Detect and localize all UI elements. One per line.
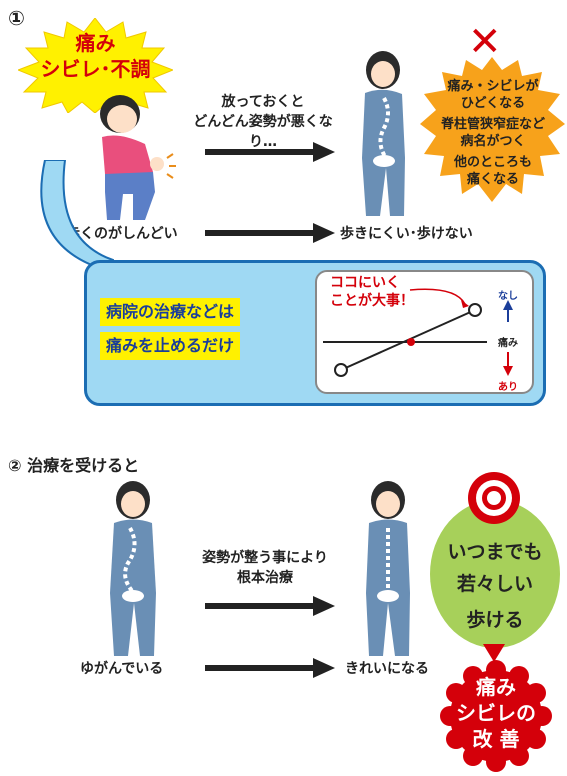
caption-crooked: ゆがんでいる	[80, 661, 164, 677]
pain-graph-lines	[323, 288, 513, 377]
axis-label-present: あり	[498, 382, 518, 393]
oval-line1: いつまでも	[447, 541, 543, 563]
burst-line-5: 他のところも	[453, 155, 532, 170]
oval-line2: 若々しい	[456, 573, 533, 595]
burst-line-2: ひどくなる	[460, 96, 526, 111]
double-circle-icon	[468, 472, 520, 524]
badge-line1: 痛み	[476, 675, 516, 699]
arrow-right-icon	[205, 658, 335, 678]
axis-label-pain: 痛み	[498, 338, 518, 349]
caption-cannot-walk: 歩きにくい･歩けない	[340, 226, 473, 242]
graph-note-line2: ことが大事！	[330, 293, 414, 309]
star-text-pain: 痛み	[75, 31, 116, 55]
section-heading-2: ② 治療を受けると	[8, 456, 140, 475]
starburst-yellow	[18, 18, 173, 113]
red-badge	[440, 660, 552, 772]
arrow-right-icon	[205, 142, 335, 162]
caption-hard-to-walk: 歩くのがしんどい	[66, 226, 178, 242]
arrow-right-icon	[205, 223, 335, 243]
triangle-down-icon	[483, 644, 505, 662]
badge-line3: 改 善	[472, 727, 520, 751]
panel-text-line2: 痛みを止めるだけ	[100, 332, 241, 360]
axis-label-none: なし	[498, 291, 518, 302]
arrow2-caption-line2: 根本治療	[237, 570, 293, 586]
panel-text-line1: 病院の治療などは	[100, 298, 241, 326]
badge-line2: シビレの	[456, 701, 536, 725]
x-mark-icon: ✕	[468, 19, 502, 65]
woman-crooked-illustration	[110, 481, 156, 656]
burst-line-1: 痛み・シビレが	[447, 79, 539, 94]
graph-note-line1: ココにいく	[330, 275, 400, 291]
star-text-numbness: シビレ･不調	[40, 57, 151, 81]
arrow-right-icon	[205, 596, 335, 616]
caption-straight: きれいになる	[345, 661, 429, 677]
warning-burst	[420, 57, 565, 202]
woman-bad-posture-illustration	[362, 51, 405, 216]
oval-line3: 歩ける	[466, 609, 524, 631]
burst-line-3: 脊柱管狭窄症など	[440, 117, 545, 132]
burst-line-4: 病名がつく	[460, 134, 526, 149]
benefit-oval	[430, 500, 560, 648]
woman-good-posture-illustration	[366, 481, 410, 656]
arrow-caption-line2: どんどん姿勢が悪くなり…	[193, 114, 333, 150]
arrow-caption-line1: 放っておくと	[221, 94, 305, 110]
burst-line-6: 痛くなる	[466, 172, 519, 187]
section-number-1: ①	[8, 6, 25, 30]
woman-back-pain-illustration	[100, 95, 176, 220]
arrow2-caption-line1: 姿勢が整う事により	[202, 550, 328, 566]
